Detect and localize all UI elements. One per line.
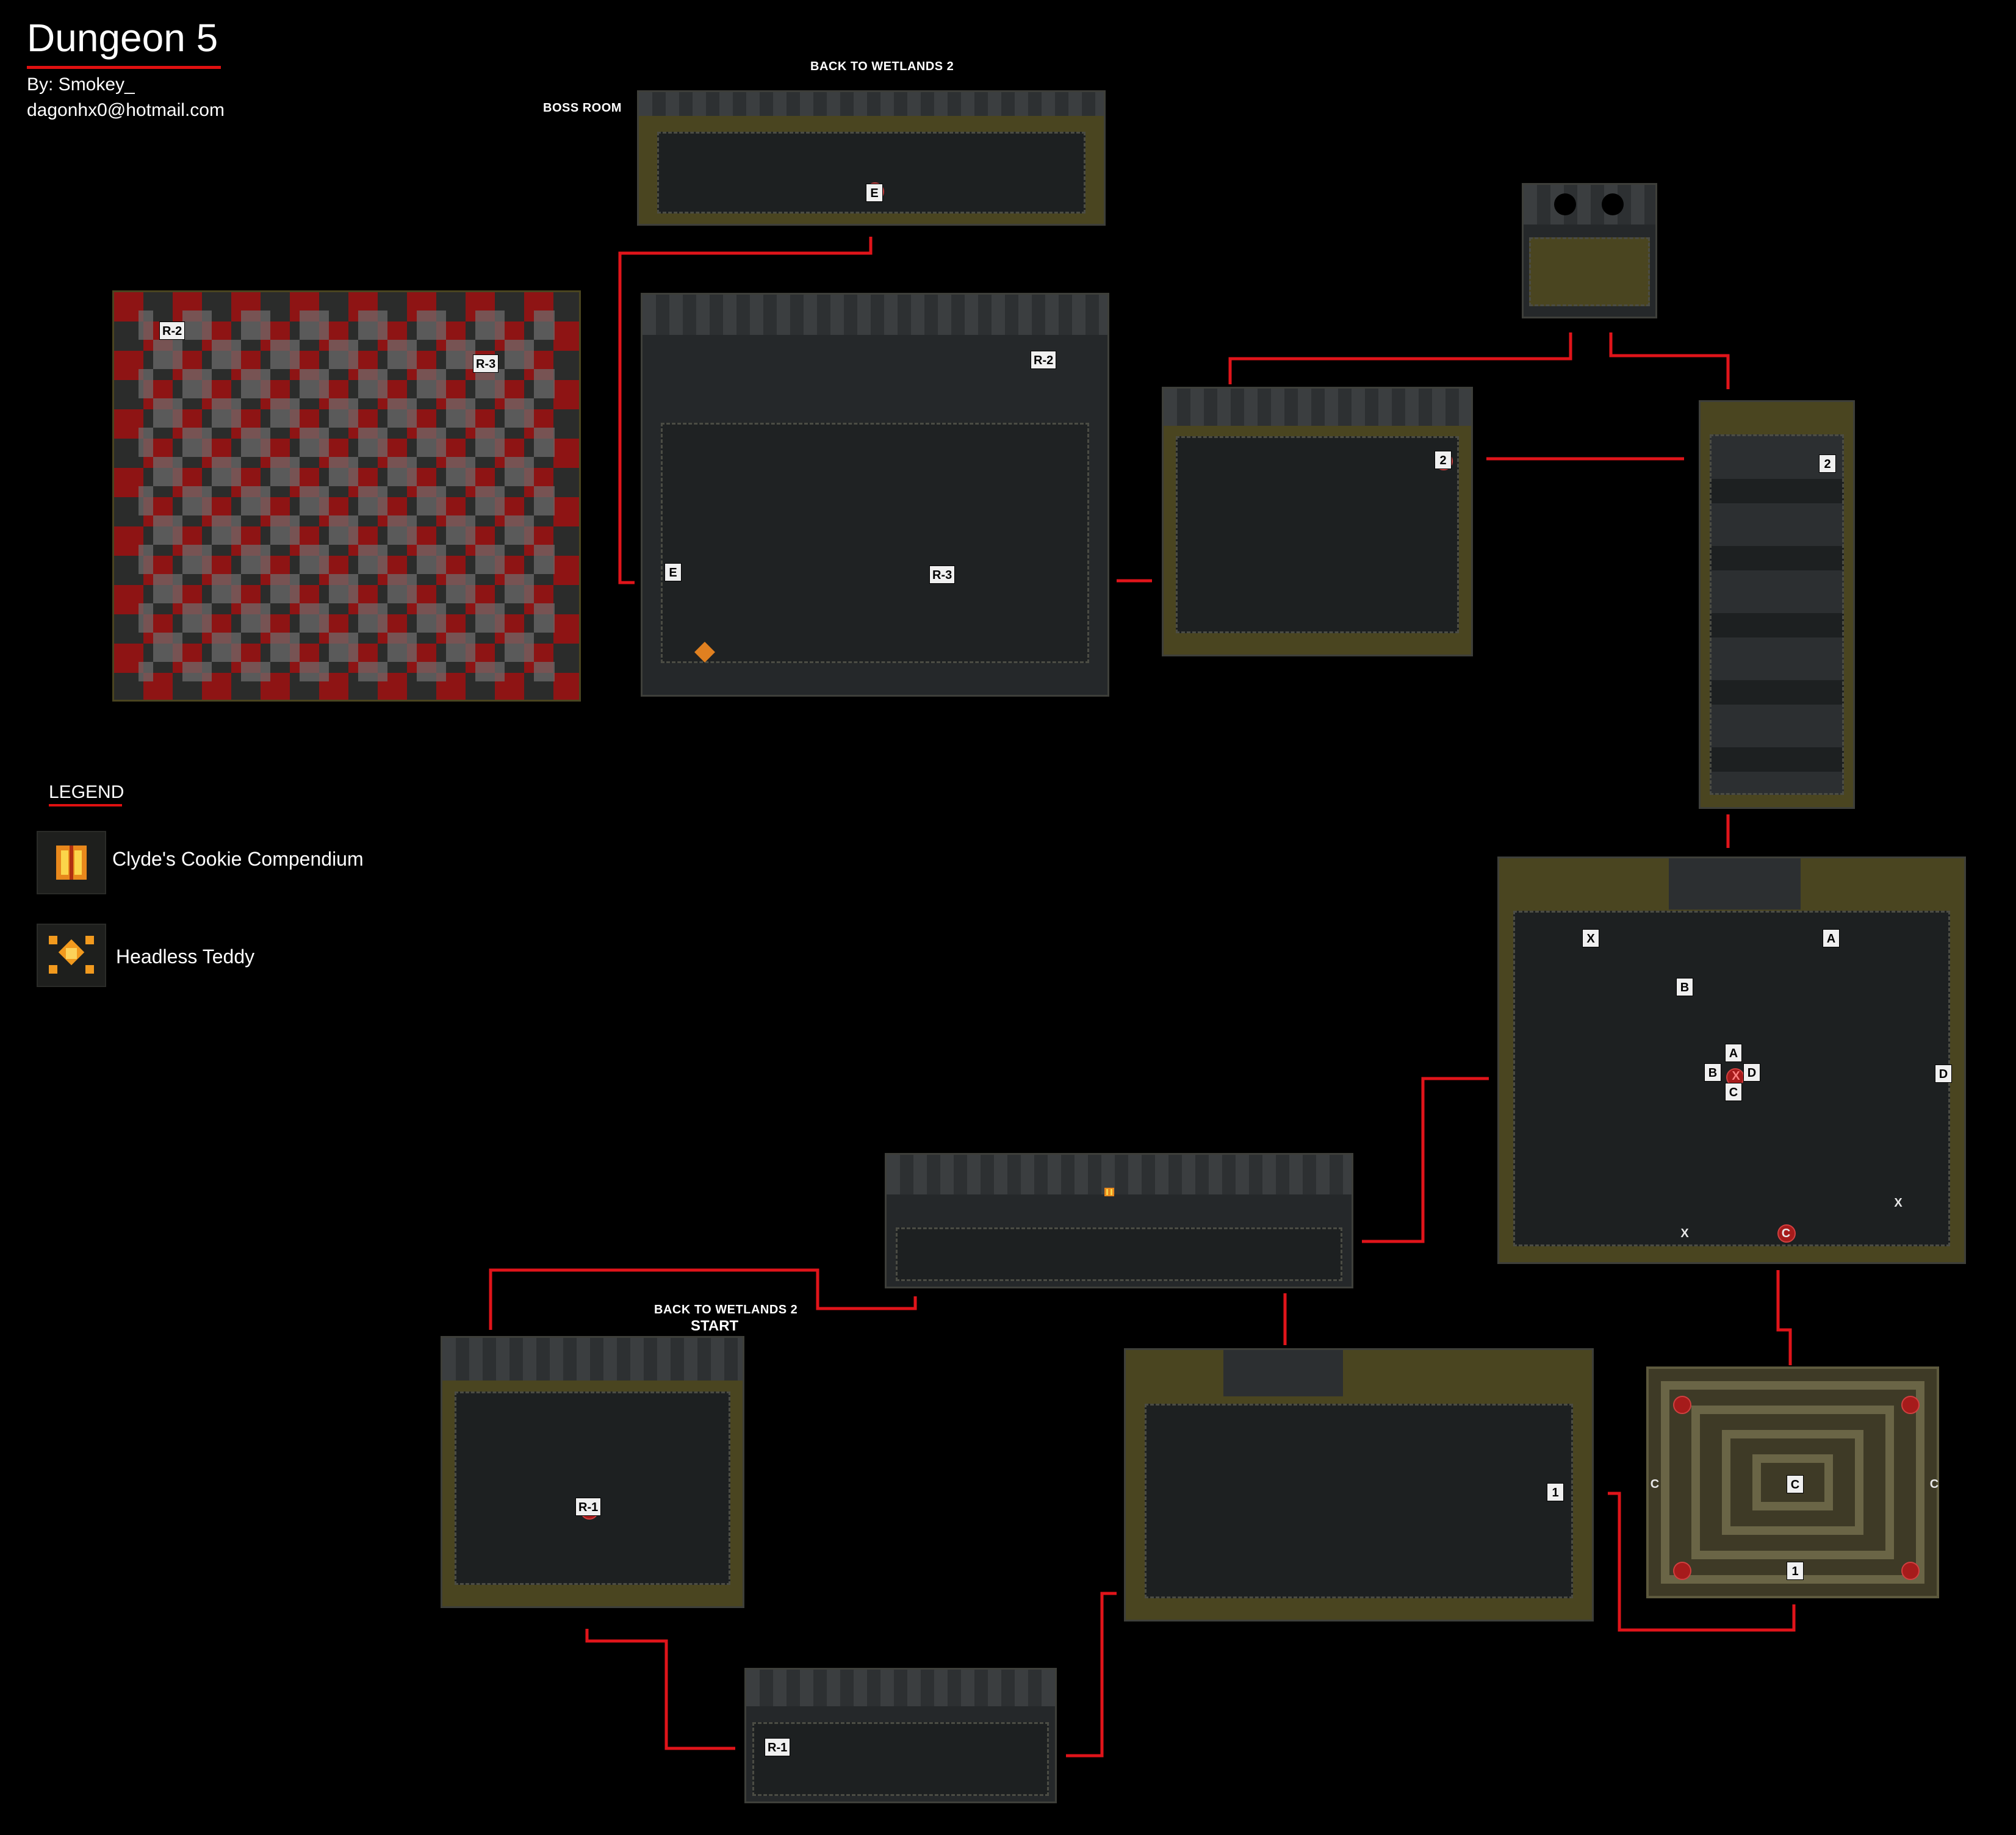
marker-a: A <box>1725 1044 1742 1062</box>
marker-r2: R-2 <box>1031 351 1057 369</box>
author-email: dagonhx0@hotmail.com <box>27 100 225 120</box>
marker-x: X <box>1680 1227 1689 1240</box>
lower-corridor: R-1 <box>744 1668 1057 1803</box>
marker-1: 1 <box>1787 1562 1804 1580</box>
connector-top-left <box>1228 332 1572 384</box>
connector-maze-to-south <box>1608 1492 1796 1632</box>
connector-lower-to-south <box>1066 1592 1117 1758</box>
south-room: 1 <box>1124 1348 1594 1621</box>
boss-room: E <box>637 90 1106 226</box>
author-name: By: Smokey_ <box>27 74 135 95</box>
start-label: START <box>691 1318 739 1334</box>
connector-top-right <box>1609 332 1730 389</box>
title-underline <box>27 66 221 69</box>
marker-c: C <box>1787 1475 1804 1493</box>
main-hall: R-2 R-3 E <box>641 293 1109 697</box>
marker-r1: R-1 <box>765 1738 791 1756</box>
legend-title: LEGEND <box>49 782 124 802</box>
marker-2: 2 <box>1819 454 1836 473</box>
marker-c: C <box>1929 1478 1939 1491</box>
marker-c: C <box>1650 1478 1660 1491</box>
marker-e: E <box>866 184 883 202</box>
marker-d: D <box>1935 1065 1952 1083</box>
connector-hub-to-maze <box>1776 1270 1792 1365</box>
tower-room: 2 <box>1699 400 1855 809</box>
legend-underline <box>49 804 122 806</box>
marker-c: C <box>1725 1083 1742 1101</box>
connector-hub-to-corridor <box>1362 1077 1489 1243</box>
marker-x: X <box>1732 1069 1740 1083</box>
marker-c: C <box>1781 1227 1791 1240</box>
legend-book-swatch <box>37 831 106 894</box>
marker-r1: R-1 <box>575 1498 602 1516</box>
connector-start-to-lower <box>585 1629 735 1750</box>
boss-room-label: BOSS ROOM <box>543 101 622 115</box>
marker-b: B <box>1676 978 1693 996</box>
marker-x: X <box>1582 929 1599 947</box>
connector-boss-to-main <box>618 237 873 584</box>
marker-r3: R-3 <box>473 354 499 373</box>
legend-label-book: Clyde's Cookie Compendium <box>112 848 364 870</box>
maze-room: C C C 1 <box>1646 1366 1939 1598</box>
checker-room: R-2 R-3 <box>112 290 581 702</box>
marker-2: 2 <box>1435 451 1452 469</box>
legend-teddy-swatch <box>37 924 106 987</box>
author-credit: By: Smokey_ dagonhx0@hotmail.com <box>27 72 225 123</box>
marker-r2: R-2 <box>159 321 185 340</box>
exit-label-top: BACK TO WETLANDS 2 <box>810 60 954 73</box>
marker-x: X <box>1894 1196 1903 1210</box>
connector-corridor-to-start <box>489 1268 917 1330</box>
middle-room: 2 <box>1162 387 1473 656</box>
exit-label-bottom: BACK TO WETLANDS 2 <box>654 1303 798 1316</box>
map-title: Dungeon 5 <box>27 16 218 60</box>
teddy-icon <box>49 936 94 974</box>
marker-1: 1 <box>1547 1483 1564 1501</box>
marker-e: E <box>664 563 682 581</box>
top-small-room <box>1522 183 1657 318</box>
marker-r3: R-3 <box>929 566 956 584</box>
hub-room: X A B A B X D C D X X C <box>1497 856 1966 1264</box>
marker-a: A <box>1823 929 1840 947</box>
marker-d: D <box>1743 1063 1760 1082</box>
marker-b: B <box>1704 1063 1721 1082</box>
book-icon <box>1104 1188 1114 1196</box>
book-icon <box>56 846 87 880</box>
legend-label-teddy: Headless Teddy <box>116 946 255 968</box>
start-room: R-1 <box>441 1336 744 1608</box>
book-corridor <box>885 1153 1353 1288</box>
